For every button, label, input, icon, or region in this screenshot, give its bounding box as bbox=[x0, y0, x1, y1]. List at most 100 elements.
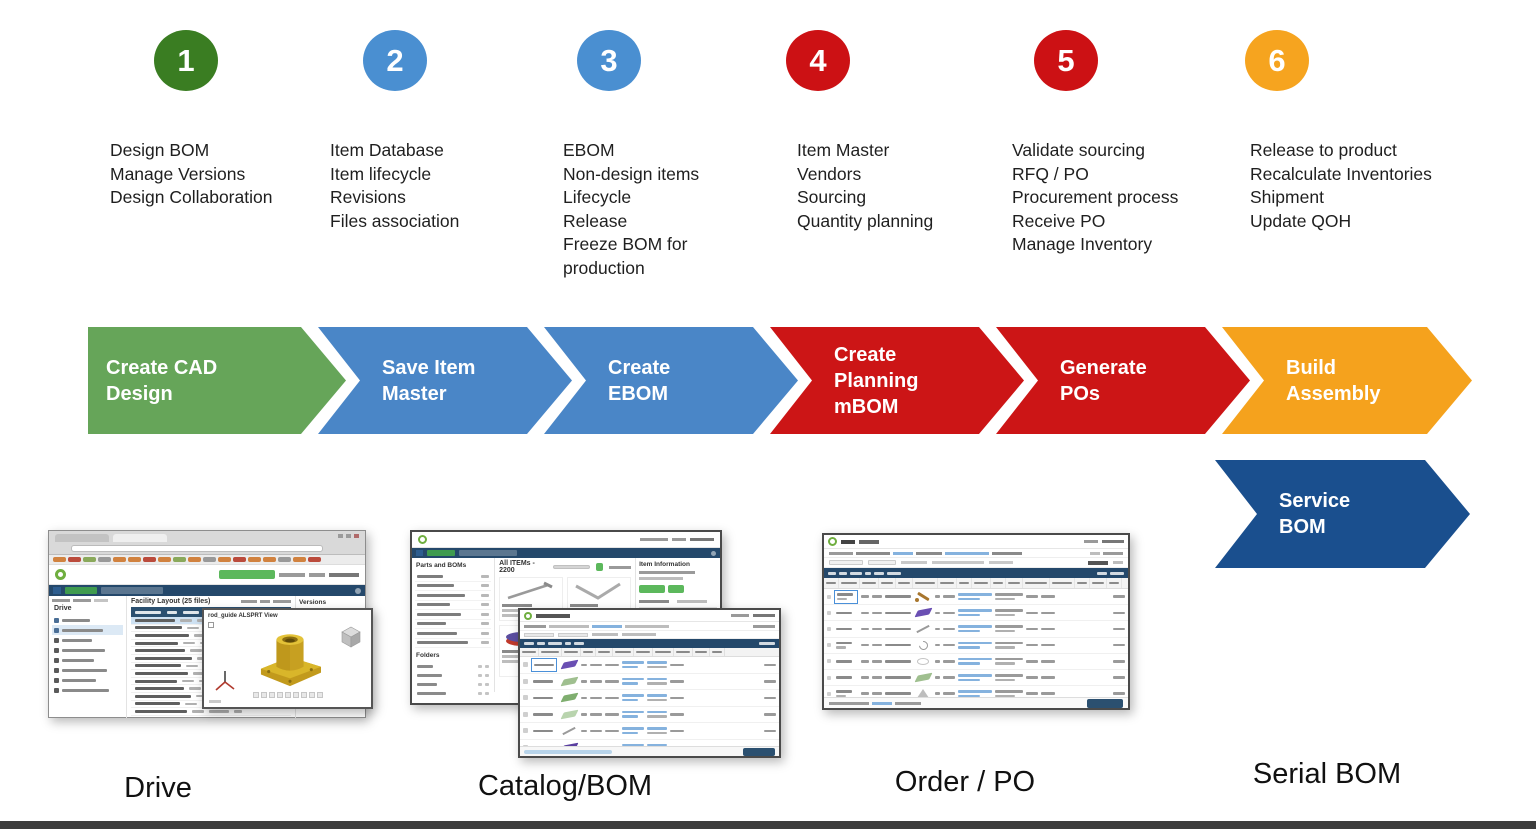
text-bar bbox=[841, 581, 857, 585]
text-bar bbox=[1041, 627, 1055, 631]
viewer-tool-icon bbox=[292, 692, 299, 698]
bom-row bbox=[520, 723, 779, 740]
text-bar bbox=[478, 692, 483, 695]
text-bar bbox=[885, 627, 911, 631]
header-text-bar bbox=[309, 572, 325, 577]
part-thumb bbox=[914, 638, 932, 652]
maximize-icon bbox=[346, 534, 351, 538]
part-glyph bbox=[917, 657, 929, 665]
text-bar bbox=[885, 595, 911, 598]
folders-title: Folders bbox=[416, 652, 440, 659]
text-bar bbox=[605, 713, 619, 716]
text-bar bbox=[523, 662, 528, 668]
order-row bbox=[824, 654, 1128, 670]
bom-row bbox=[520, 674, 779, 690]
text-bar bbox=[194, 634, 206, 637]
link-cell bbox=[958, 690, 992, 698]
text-bar bbox=[135, 679, 177, 683]
text-bar bbox=[826, 581, 836, 585]
text-bar bbox=[647, 710, 667, 714]
step-circle-3: 3 bbox=[577, 30, 641, 91]
text-bar bbox=[935, 692, 940, 695]
catalog-sidebar: Parts and BOMs Folders bbox=[412, 558, 496, 695]
text-bar bbox=[135, 656, 192, 660]
part-thumb bbox=[914, 607, 932, 619]
text-bar bbox=[135, 610, 161, 614]
text-bar bbox=[995, 609, 1023, 612]
text-bar bbox=[885, 660, 911, 663]
name-cell bbox=[531, 724, 557, 738]
window-titlebar bbox=[824, 535, 1128, 549]
text-bar bbox=[481, 584, 490, 588]
sidebar-tab-bar bbox=[94, 599, 108, 602]
arrow-step-3: Create EBOM bbox=[544, 327, 798, 434]
arrow-step-5: Generate POs bbox=[996, 327, 1250, 434]
viewer-tool-icon bbox=[260, 692, 267, 698]
text-bar bbox=[135, 641, 178, 645]
text-bar bbox=[485, 665, 490, 668]
panel-title: Versions bbox=[299, 599, 327, 606]
text-bar bbox=[541, 650, 559, 654]
header-cell bbox=[1006, 578, 1023, 588]
text-bar bbox=[485, 683, 490, 686]
step-list-item: Manage Inventory bbox=[1012, 234, 1153, 254]
text-bar bbox=[1097, 571, 1107, 575]
text-bar bbox=[827, 594, 831, 599]
text-bar bbox=[670, 680, 684, 683]
text-bar bbox=[590, 696, 602, 699]
table-header bbox=[824, 578, 1128, 589]
sidebar-tab-bar bbox=[52, 599, 70, 602]
text-bar bbox=[670, 729, 684, 732]
text-bar bbox=[622, 698, 638, 702]
header-cell bbox=[1075, 578, 1090, 588]
link-cell bbox=[622, 727, 644, 735]
edit-button bbox=[639, 584, 666, 593]
step-list-item: Manage Versions bbox=[110, 163, 246, 184]
nav-tab-active bbox=[427, 550, 455, 556]
text-bar bbox=[1113, 643, 1125, 647]
nav-tab-active bbox=[65, 587, 97, 594]
text-bar bbox=[248, 557, 261, 562]
slide-bottom-bar bbox=[0, 821, 1536, 829]
text-bar bbox=[887, 571, 901, 575]
filter-dropdown bbox=[868, 560, 896, 565]
link-cell bbox=[958, 609, 992, 617]
text-bar bbox=[943, 611, 955, 615]
header-cell bbox=[674, 648, 693, 656]
arrow-step-6: Build Assembly bbox=[1222, 327, 1472, 434]
text-bar bbox=[958, 690, 992, 693]
text-bar bbox=[278, 557, 291, 562]
text-bar bbox=[190, 649, 202, 652]
text-bar bbox=[827, 675, 831, 680]
text-bar bbox=[534, 663, 554, 666]
text-bar bbox=[622, 682, 638, 685]
step-list-item: Revisions bbox=[330, 187, 406, 207]
text-bar bbox=[192, 710, 204, 713]
text-bar bbox=[861, 660, 869, 663]
browser-chrome bbox=[49, 531, 365, 555]
header-cell bbox=[896, 578, 913, 588]
text-bar bbox=[995, 657, 1023, 661]
arrow-label: Service BOM bbox=[1279, 490, 1351, 538]
text-bar bbox=[647, 665, 667, 669]
text-bar bbox=[995, 597, 1015, 601]
name-cell bbox=[834, 654, 858, 668]
header-cell bbox=[957, 578, 972, 588]
arrow-label: Create CAD Design bbox=[106, 356, 218, 405]
text-bar bbox=[943, 595, 955, 598]
text-bar bbox=[958, 609, 992, 612]
text-bar bbox=[478, 683, 483, 686]
part-glyph bbox=[916, 624, 930, 634]
name-cell bbox=[531, 657, 557, 672]
text-bar bbox=[827, 691, 831, 696]
app-logo-icon bbox=[524, 611, 532, 620]
part-image bbox=[575, 582, 621, 600]
text-bar bbox=[135, 671, 188, 675]
part-image bbox=[507, 581, 553, 600]
header-cell bbox=[1050, 578, 1075, 588]
text-bar bbox=[827, 659, 831, 664]
name-cell bbox=[834, 589, 858, 604]
step-list-item: Validate sourcing bbox=[1012, 140, 1145, 160]
text-bar bbox=[647, 677, 667, 681]
